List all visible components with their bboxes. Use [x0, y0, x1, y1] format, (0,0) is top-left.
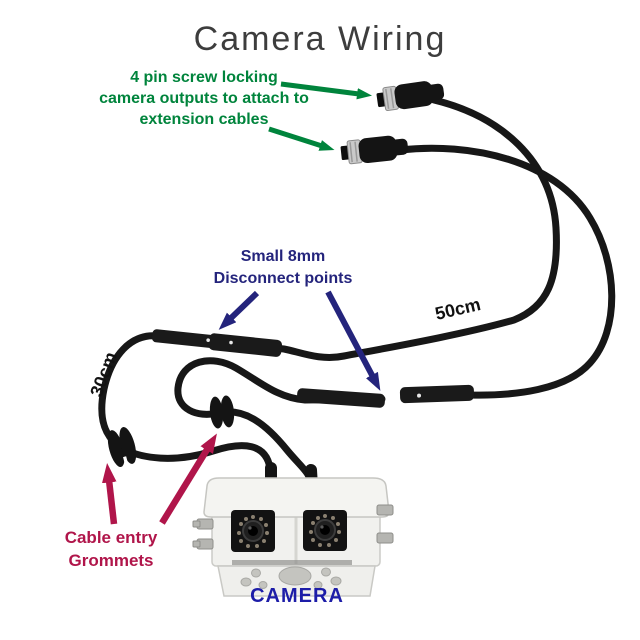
disconnect-point-2-right [399, 384, 475, 404]
bracket-hole [330, 576, 342, 586]
label-grommets-line1: Cable entry [64, 528, 158, 547]
cable-camera-run [174, 357, 386, 490]
grommet-1 [107, 427, 137, 468]
bracket-hole [321, 567, 331, 577]
camera-gap-shadow [232, 560, 352, 565]
cable-50cm-run [98, 96, 560, 488]
mount-bolt [192, 520, 201, 528]
arrow-to-disconnect-1-icon [218, 290, 260, 330]
4pin-connector-2 [340, 135, 409, 165]
bracket-hole [240, 577, 252, 587]
grommet-2 [209, 395, 235, 429]
arrow-to-grommet-2-icon [159, 433, 217, 525]
mount-bolt [376, 532, 394, 544]
arrow-to-disconnect-2-icon [325, 290, 381, 391]
camera-illustration [192, 477, 394, 597]
bracket-hole [251, 568, 261, 578]
mount-bolt [376, 504, 394, 516]
bracket-hole [258, 581, 268, 589]
label-camera-outputs-line1: 4 pin screw locking [130, 69, 278, 86]
disconnect-point-2-left [296, 388, 386, 408]
camera-lens-left [231, 510, 275, 552]
label-camera-outputs-line2: camera outputs to attach to [99, 90, 309, 107]
label-grommets-line2: Grommets [68, 551, 154, 570]
label-disconnect-line1: Small 8mm [240, 248, 326, 265]
arrow-to-connector-2-icon [268, 126, 335, 151]
disconnect-point-1 [152, 329, 283, 357]
arrow-to-grommet-1-icon [102, 463, 118, 525]
page-title: Camera Wiring [193, 20, 447, 58]
label-camera-outputs: 4 pin screw locking camera outputs to at… [58, 67, 350, 130]
arrow-to-connector-1-icon [280, 81, 373, 100]
label-disconnect-line2: Disconnect points [213, 270, 353, 287]
label-camera: CAMERA [250, 585, 344, 607]
cable-outer-run [396, 144, 616, 399]
camera-sun-visor [203, 477, 390, 518]
label-disconnect-points: Small 8mm Disconnect points [190, 246, 376, 290]
label-cable-entry-grommets: Cable entry Grommets [35, 526, 187, 572]
bracket-hole [278, 566, 312, 586]
bracket-hole [313, 581, 323, 589]
camera-lens-right [303, 510, 347, 551]
mount-bolt [192, 540, 201, 548]
label-camera-outputs-line3: extension cables [139, 111, 269, 128]
4pin-connector-1 [376, 81, 445, 111]
